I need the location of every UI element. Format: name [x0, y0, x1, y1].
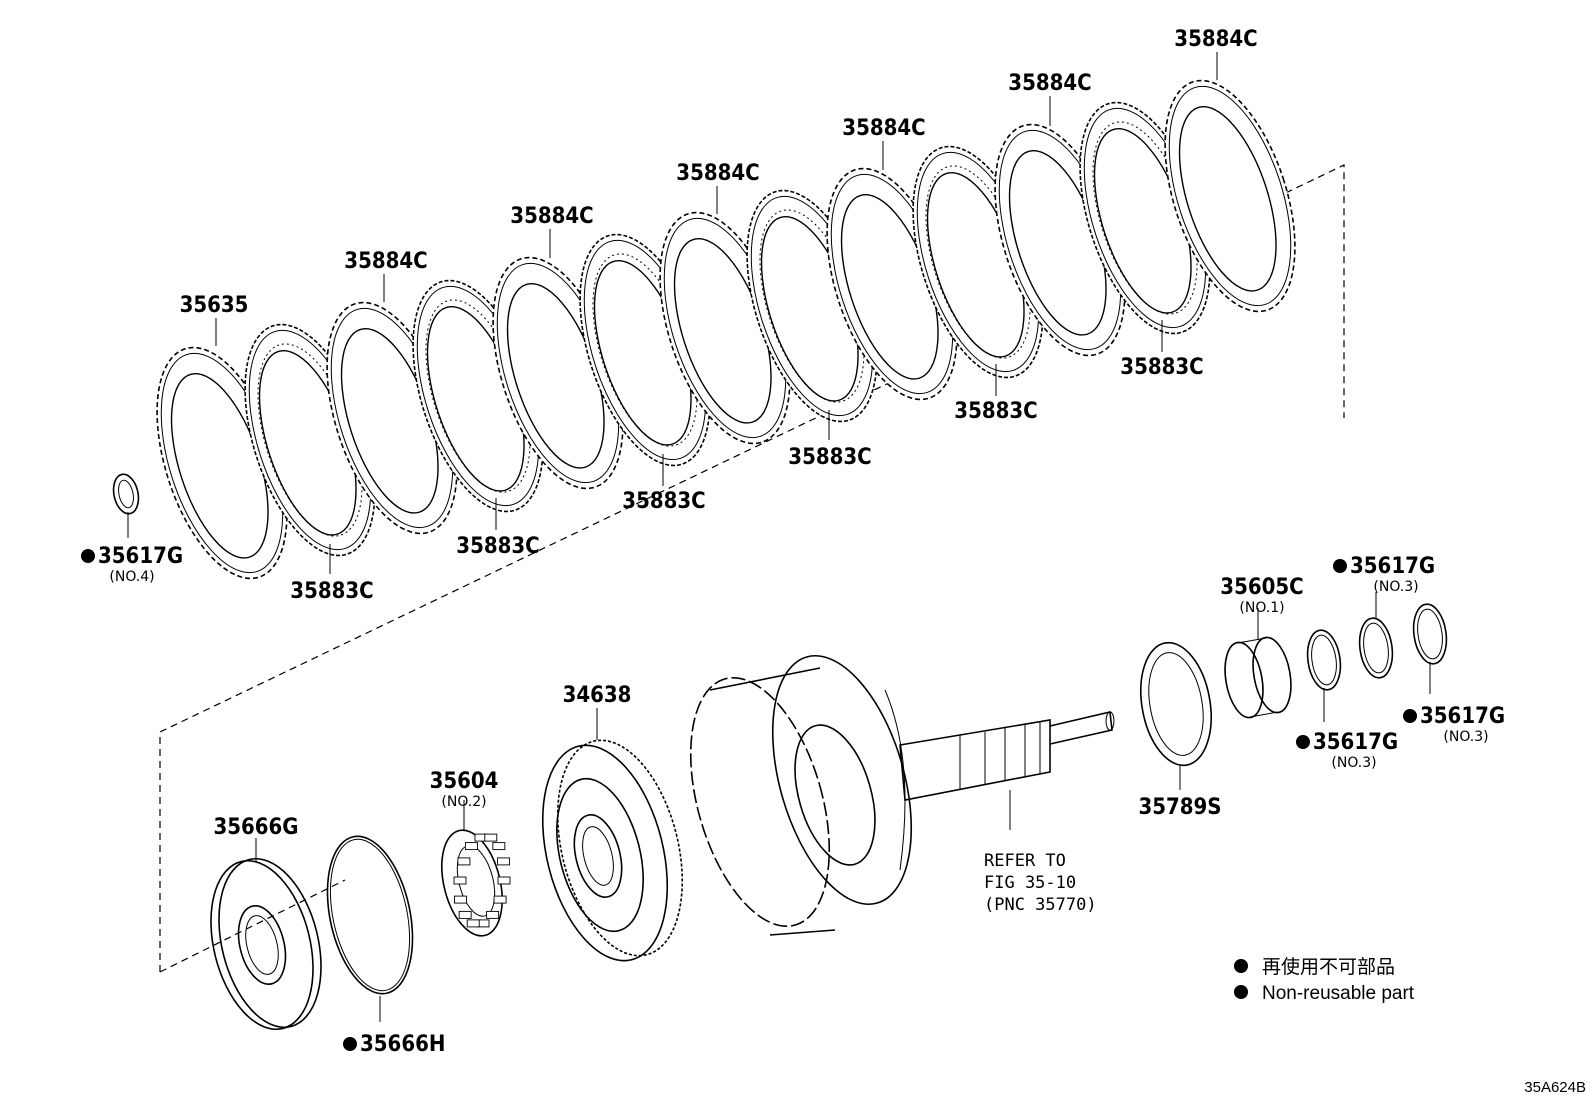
steel-clutch-plate	[1164, 79, 1296, 313]
legend-japanese: 再使用不可部品	[1262, 956, 1395, 978]
clutch-plate-stack	[156, 79, 1296, 580]
return-spring	[493, 895, 507, 904]
snap-ring-part-c	[1412, 603, 1448, 665]
part-sub-label-no1: (NO.1)	[1239, 600, 1284, 616]
leader-lines	[127, 52, 1431, 1022]
plate-rim	[1168, 85, 1292, 307]
part-label-35884c: 35884C	[676, 161, 759, 186]
non-reusable-bullet-icon	[1296, 735, 1310, 749]
snap-ring-part-a	[1306, 629, 1342, 691]
reference-note-line-3: (PNC 35770)	[984, 895, 1097, 915]
reference-note-line-1: REFER TO	[984, 851, 1066, 871]
return-spring	[457, 857, 471, 866]
return-spring	[492, 842, 506, 851]
non-reusable-bullet-icon	[1333, 559, 1347, 573]
part-sub-label-no2: (NO.2)	[441, 794, 486, 810]
clutch-drum-part	[541, 739, 684, 962]
return-spring	[453, 895, 467, 904]
reference-note: REFER TO FIG 35-10 (PNC 35770)	[984, 851, 1097, 915]
piston-part	[210, 857, 322, 1031]
non-reusable-bullet-icon	[1403, 709, 1417, 723]
snap-ring-part-b	[1358, 617, 1394, 679]
return-spring	[497, 876, 511, 885]
part-label-35666h: 35666H	[360, 1032, 445, 1057]
assembly-dashed-outline	[159, 164, 1345, 972]
part-label-35617g-no4: 35617G	[98, 544, 183, 569]
return-spring	[458, 910, 472, 919]
part-label-35884c: 35884C	[1174, 27, 1257, 52]
return-spring	[497, 857, 511, 866]
plate-inner-edge	[1178, 105, 1277, 292]
part-label-35789s: 35789S	[1138, 795, 1221, 820]
part-label-35635: 35635	[180, 293, 249, 318]
part-label-35617g-no3: 35617G	[1420, 704, 1505, 729]
non-reusable-bullet-icon	[343, 1037, 357, 1051]
non-reusable-bullet-icon	[1234, 959, 1248, 973]
legend: 再使用不可部品 Non-reusable part	[1234, 956, 1415, 1004]
reference-note-line-2: FIG 35-10	[984, 873, 1076, 893]
needle-bearing-part	[1224, 636, 1292, 719]
part-label-35883c: 35883C	[954, 399, 1037, 424]
part-sub-label-no3: (NO.3)	[1443, 729, 1488, 745]
illustration-code: 35A624B	[1524, 1079, 1586, 1096]
part-label-35884c: 35884C	[344, 249, 427, 274]
part-label-35666g: 35666G	[213, 815, 298, 840]
return-spring	[453, 876, 467, 885]
part-label-35883c: 35883C	[622, 489, 705, 514]
part-label-35883c: 35883C	[456, 534, 539, 559]
return-spring	[464, 842, 478, 851]
part-sub-label-no3: (NO.3)	[1331, 755, 1376, 771]
part-label-35883c: 35883C	[1120, 355, 1203, 380]
spring-retainer-part	[441, 829, 511, 937]
o-ring-part	[326, 835, 414, 995]
part-label-35605c: 35605C	[1220, 575, 1303, 600]
part-label-35604: 35604	[430, 769, 499, 794]
part-label-34638: 34638	[563, 683, 632, 708]
snap-ring-no4-part	[112, 473, 140, 515]
return-spring	[466, 919, 480, 928]
return-spring	[484, 833, 498, 842]
return-spring	[486, 910, 500, 919]
part-sub-label-no3: (NO.3)	[1373, 579, 1418, 595]
input-shaft-part	[899, 711, 1115, 801]
clutch-hub-part	[689, 654, 913, 936]
part-label-35883c: 35883C	[290, 579, 373, 604]
part-label-35617g-no3: 35617G	[1313, 730, 1398, 755]
part-label-35884c: 35884C	[1008, 71, 1091, 96]
part-sub-label-no4: (NO.4)	[109, 569, 154, 585]
part-label-35884c: 35884C	[510, 204, 593, 229]
thrust-race-part	[1140, 641, 1212, 767]
part-label-35884c: 35884C	[842, 116, 925, 141]
part-labels: 35884C 35884C 35884C 35884C 35884C 35884…	[81, 27, 1505, 1057]
legend-english: Non-reusable part	[1262, 983, 1415, 1004]
non-reusable-bullet-icon	[1234, 985, 1248, 999]
part-label-35617g-no3: 35617G	[1350, 554, 1435, 579]
non-reusable-bullet-icon	[81, 549, 95, 563]
part-label-35883c: 35883C	[788, 445, 871, 470]
assembly-dashed-outline-bottom	[159, 879, 346, 973]
